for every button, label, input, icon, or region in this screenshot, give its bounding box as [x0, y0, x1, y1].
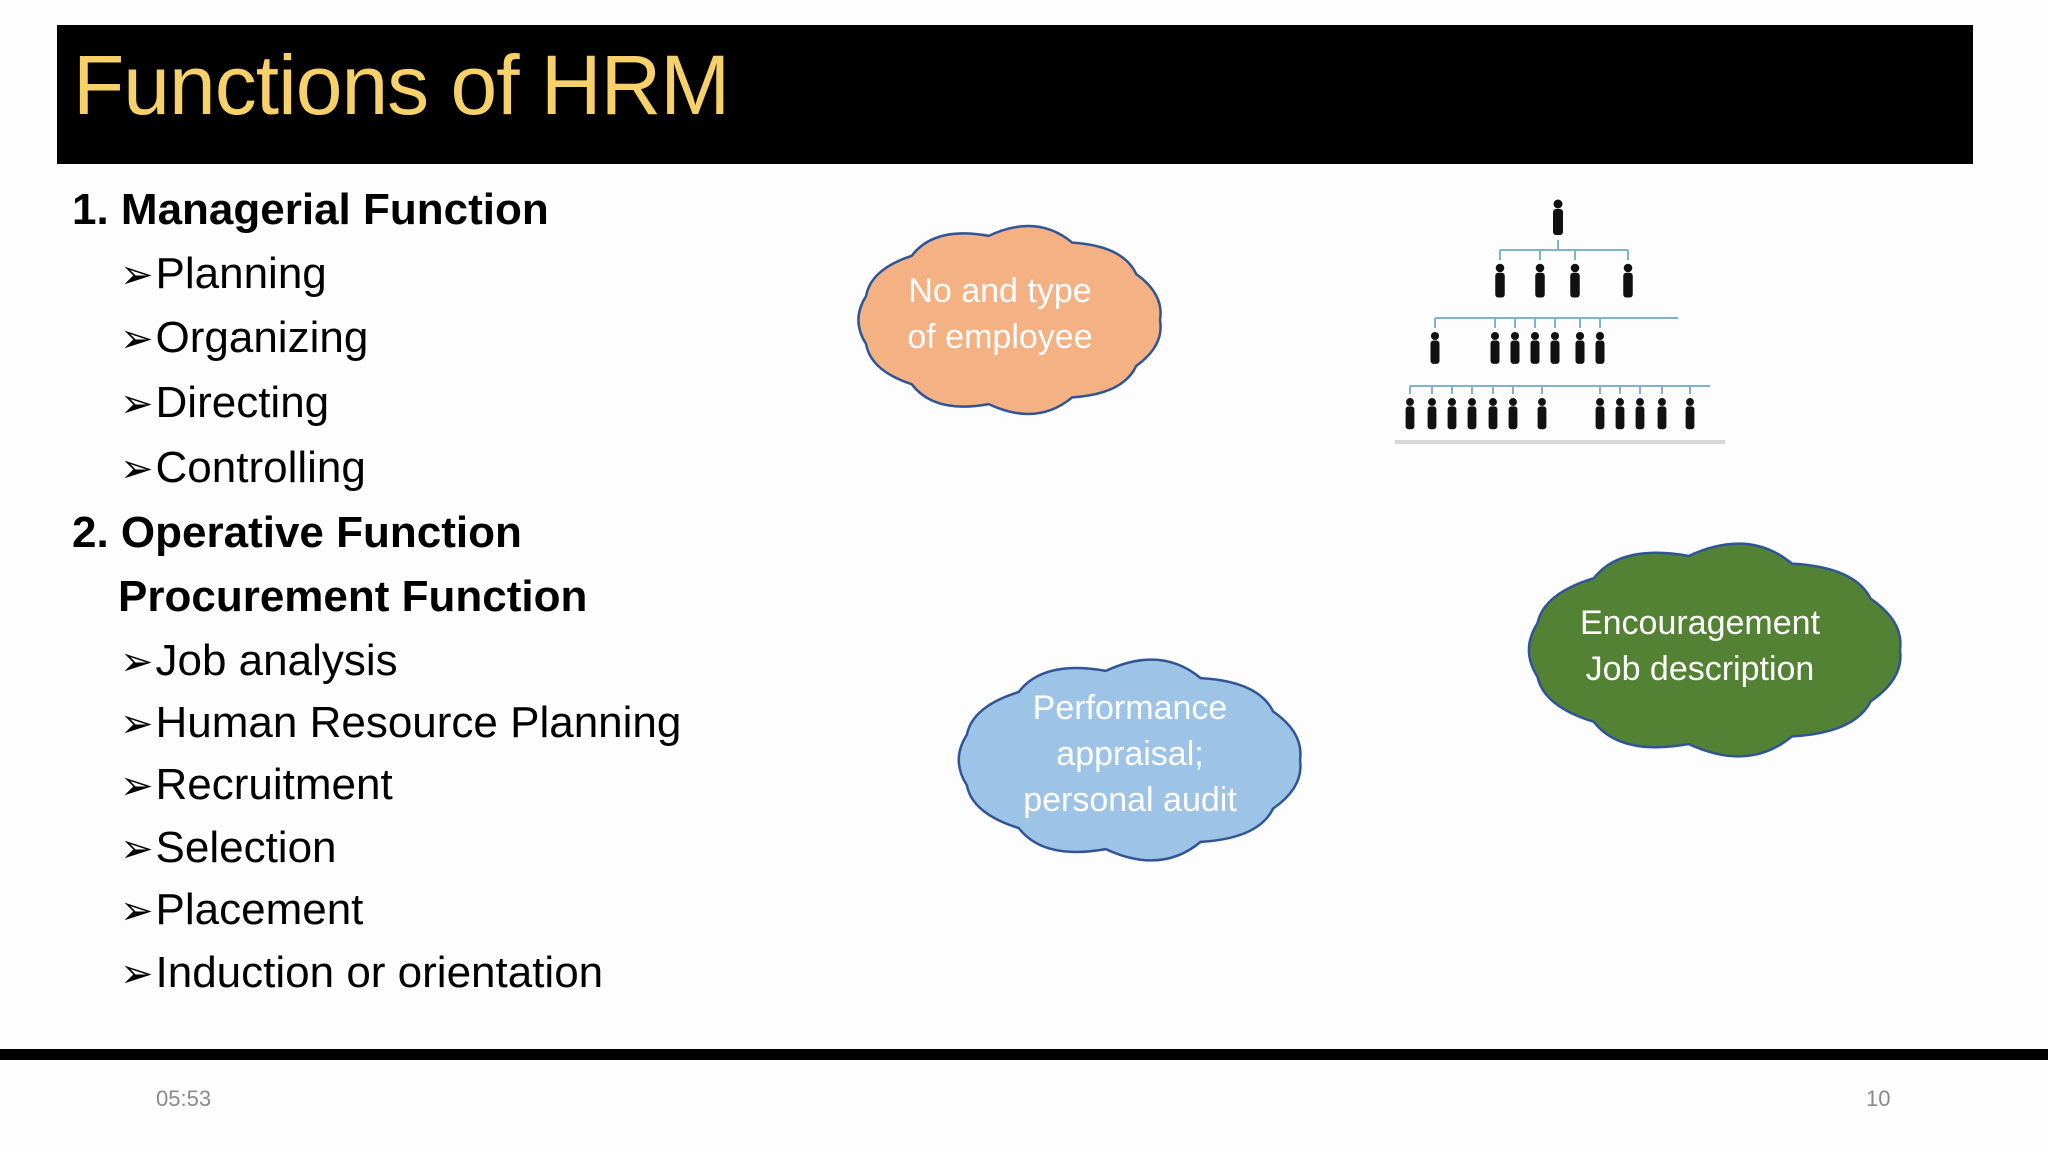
person-icon — [1553, 199, 1563, 209]
slide-number: 10 — [1866, 1086, 1891, 1111]
section-heading-operative: 2. Operative Function — [72, 508, 522, 557]
arrow-bullet-icon: ➢ — [120, 827, 154, 871]
person-icon — [1595, 406, 1605, 430]
footer-rule — [0, 1049, 2048, 1060]
person-icon — [1686, 398, 1694, 406]
arrow-bullet-icon: ➢ — [120, 640, 154, 684]
arrow-bullet-icon: ➢ — [120, 447, 154, 491]
slide-title: Functions of HRM — [73, 38, 730, 132]
person-icon — [1430, 331, 1440, 341]
floor-shadow — [1395, 440, 1725, 444]
subsection-heading-procurement: Procurement Function — [118, 572, 588, 621]
cloud-label-encouragement: Encouragement Job description — [1579, 604, 1821, 688]
title-bar: Functions of HRM — [57, 25, 1973, 164]
person-icon — [1510, 331, 1520, 341]
person-icon — [1535, 263, 1545, 273]
footer-time: 05:53 — [156, 1086, 212, 1111]
person-icon — [1570, 272, 1580, 298]
list-item: ➢Organizing — [120, 313, 369, 362]
person-icon — [1427, 406, 1437, 430]
person-icon — [1508, 406, 1518, 430]
person-icon — [1489, 398, 1497, 406]
arrow-bullet-icon: ➢ — [120, 382, 154, 426]
person-icon — [1535, 272, 1545, 298]
list-item: ➢Human Resource Planning — [120, 698, 682, 747]
person-icon — [1537, 406, 1547, 430]
section-heading-managerial: 1. Managerial Function — [72, 185, 549, 234]
person-icon — [1488, 406, 1498, 430]
person-icon — [1635, 406, 1645, 430]
list-item: ➢Induction or orientation — [120, 948, 604, 997]
person-icon — [1510, 340, 1520, 364]
person-icon — [1575, 340, 1585, 364]
list-item: ➢Selection — [120, 823, 337, 872]
list-item: ➢Recruitment — [120, 760, 393, 809]
cloud-shape-green — [1527, 542, 1902, 758]
person-icon — [1595, 340, 1605, 364]
person-icon — [1596, 398, 1604, 406]
person-icon — [1550, 331, 1560, 341]
cloud-shape-orange — [857, 224, 1162, 416]
person-icon — [1570, 263, 1580, 273]
person-icon — [1615, 406, 1625, 430]
cloud-label-performance: Performance appraisal; personal audit — [1023, 689, 1237, 819]
arrow-bullet-icon: ➢ — [120, 764, 154, 808]
cloud-label-employees: No and type of employee — [907, 272, 1093, 356]
cloud-outline — [857, 224, 1162, 416]
arrow-bullet-icon: ➢ — [120, 317, 154, 361]
arrow-bullet-icon: ➢ — [120, 253, 154, 297]
person-icon — [1623, 272, 1633, 298]
person-icon — [1467, 406, 1477, 430]
cloud-outline — [957, 658, 1302, 862]
person-icon — [1658, 398, 1666, 406]
person-icon — [1447, 406, 1457, 430]
person-icon — [1490, 331, 1500, 341]
person-icon — [1623, 263, 1633, 273]
person-icon — [1430, 340, 1440, 364]
person-icon — [1616, 398, 1624, 406]
arrow-bullet-icon: ➢ — [120, 889, 154, 933]
person-icon — [1685, 406, 1695, 430]
person-icon — [1428, 398, 1436, 406]
list-item: ➢Placement — [120, 885, 364, 934]
arrow-bullet-icon: ➢ — [120, 952, 154, 996]
person-icon — [1448, 398, 1456, 406]
person-icon — [1550, 340, 1560, 364]
person-icon — [1553, 209, 1563, 235]
org-chart-people-icon — [1395, 199, 1725, 444]
person-icon — [1468, 398, 1476, 406]
person-icon — [1595, 331, 1605, 341]
list-item: ➢Planning — [120, 249, 327, 298]
person-icon — [1530, 331, 1540, 341]
list-item: ➢Controlling — [120, 443, 366, 492]
person-icon — [1657, 406, 1667, 430]
person-icon — [1509, 398, 1517, 406]
person-icon — [1490, 340, 1500, 364]
list-item: ➢Directing — [120, 378, 330, 427]
person-icon — [1495, 272, 1505, 298]
cloud-shape-blue — [957, 658, 1302, 862]
person-icon — [1405, 406, 1415, 430]
cloud-outline — [1527, 542, 1902, 758]
person-icon — [1575, 331, 1585, 341]
person-icon — [1636, 398, 1644, 406]
person-icon — [1530, 340, 1540, 364]
person-icon — [1495, 263, 1505, 273]
person-icon — [1406, 398, 1414, 406]
arrow-bullet-icon: ➢ — [120, 702, 154, 746]
person-icon — [1538, 398, 1546, 406]
list-item: ➢Job analysis — [120, 636, 398, 685]
